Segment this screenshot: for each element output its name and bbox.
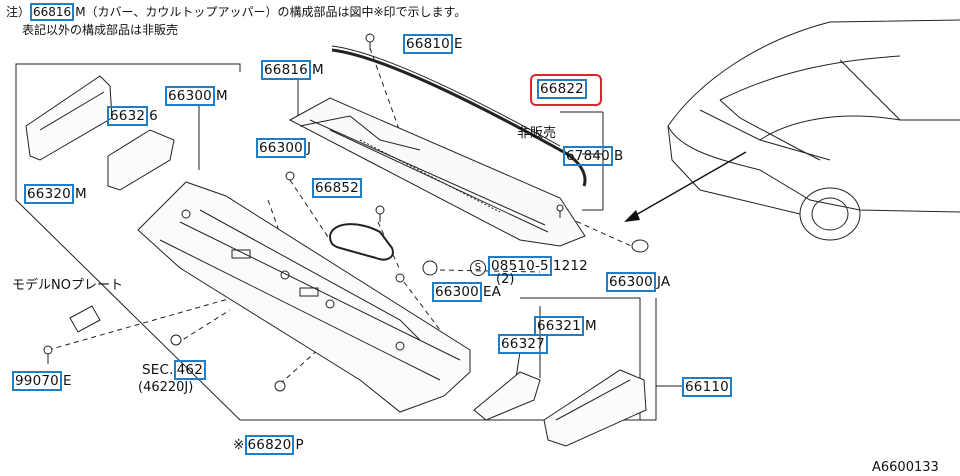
not-sold-label: 非販売 [517,126,557,141]
locator-arrow [633,151,747,217]
model-plate [69,305,101,333]
assembly-outline-right [640,298,657,421]
highlight-66822 [530,74,602,106]
sec-reference-sub: (46220J) [138,380,194,395]
note-part-box[interactable]: 66816 [30,3,75,21]
model-plate-label: モデルNOプレート [12,278,123,293]
gasket [328,223,394,261]
cowl-top-cover [288,97,586,247]
side-panel-left [25,75,113,161]
bracket-left [107,129,175,191]
note-line-2: 表記以外の構成部品は非販売 [22,23,179,37]
weatherstrip-seal [331,48,587,187]
clips [43,33,649,392]
assembly-outline [60,63,241,72]
part-label-66110[interactable]: 66110 [682,377,733,397]
diagram-id: A6600133 [872,460,939,475]
screw-symbol: S [470,260,486,276]
part-label-66327[interactable]: 66327 [498,334,549,354]
car-sketch [667,19,960,241]
dash-upper-panel [137,181,471,413]
side-panel-right [543,369,647,447]
part-label-66822[interactable]: 66822 [537,79,588,99]
bracket-right [473,371,541,421]
part-label-sec-462[interactable]: SEC.462 [142,360,207,380]
part-label-66852[interactable]: 66852 [312,178,363,198]
quantity-label: (2) [496,272,515,287]
assembly-outline-left [15,63,641,421]
